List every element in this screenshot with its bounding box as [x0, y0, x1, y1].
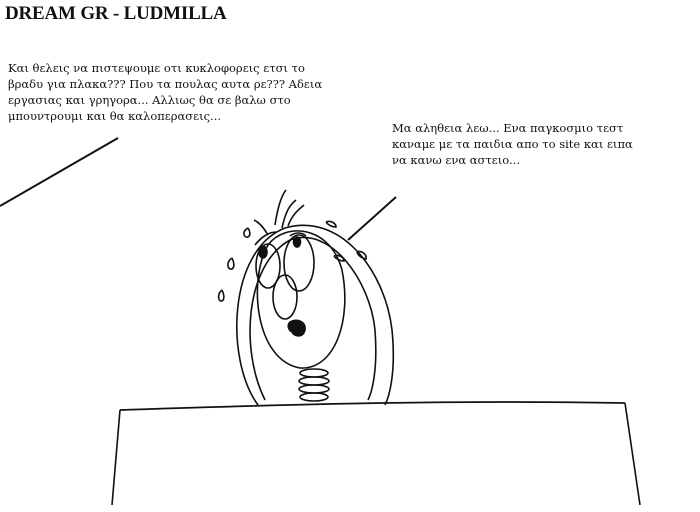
speech-line: καναμε με τα παιδια απο το site και ειπα	[392, 137, 633, 151]
speech-pointer-left	[0, 137, 119, 207]
speech-line: μπουντρουμι και θα καλοπερασεις...	[8, 109, 222, 123]
speech-line: εργασιας και γρηγορα... Αλλιως θα σε βαλ…	[8, 93, 291, 107]
mouth	[287, 319, 306, 337]
desk	[111, 401, 641, 506]
speech-line: να κανω ενα αστειο...	[392, 153, 521, 167]
speech-line: Και θελεις να πιστεψουμε οτι κυκλοφορεις…	[8, 61, 305, 75]
speech-pointer-right	[347, 196, 397, 241]
hair	[253, 189, 305, 236]
hands	[298, 368, 330, 402]
sweat-drops	[217, 220, 367, 302]
left-eye	[255, 243, 281, 289]
character-body	[236, 224, 395, 406]
right-eye	[283, 234, 315, 292]
speech-line: Μα αληθεια λεω... Ενα παγκοσμιο τεστ	[392, 121, 624, 135]
character-head	[256, 230, 346, 369]
speech-text-right: Μα αληθεια λεω... Ενα παγκοσμιο τεστ καν…	[392, 120, 692, 168]
comic-title: DREAM GR - LUDMILLA	[5, 3, 227, 24]
character	[217, 189, 395, 406]
speech-line: βραδυ για πλακα??? Που τα πουλας αυτα ρε…	[8, 77, 323, 91]
nose	[272, 274, 298, 320]
speech-text-left: Και θελεις να πιστεψουμε οτι κυκλοφορεις…	[8, 60, 338, 124]
